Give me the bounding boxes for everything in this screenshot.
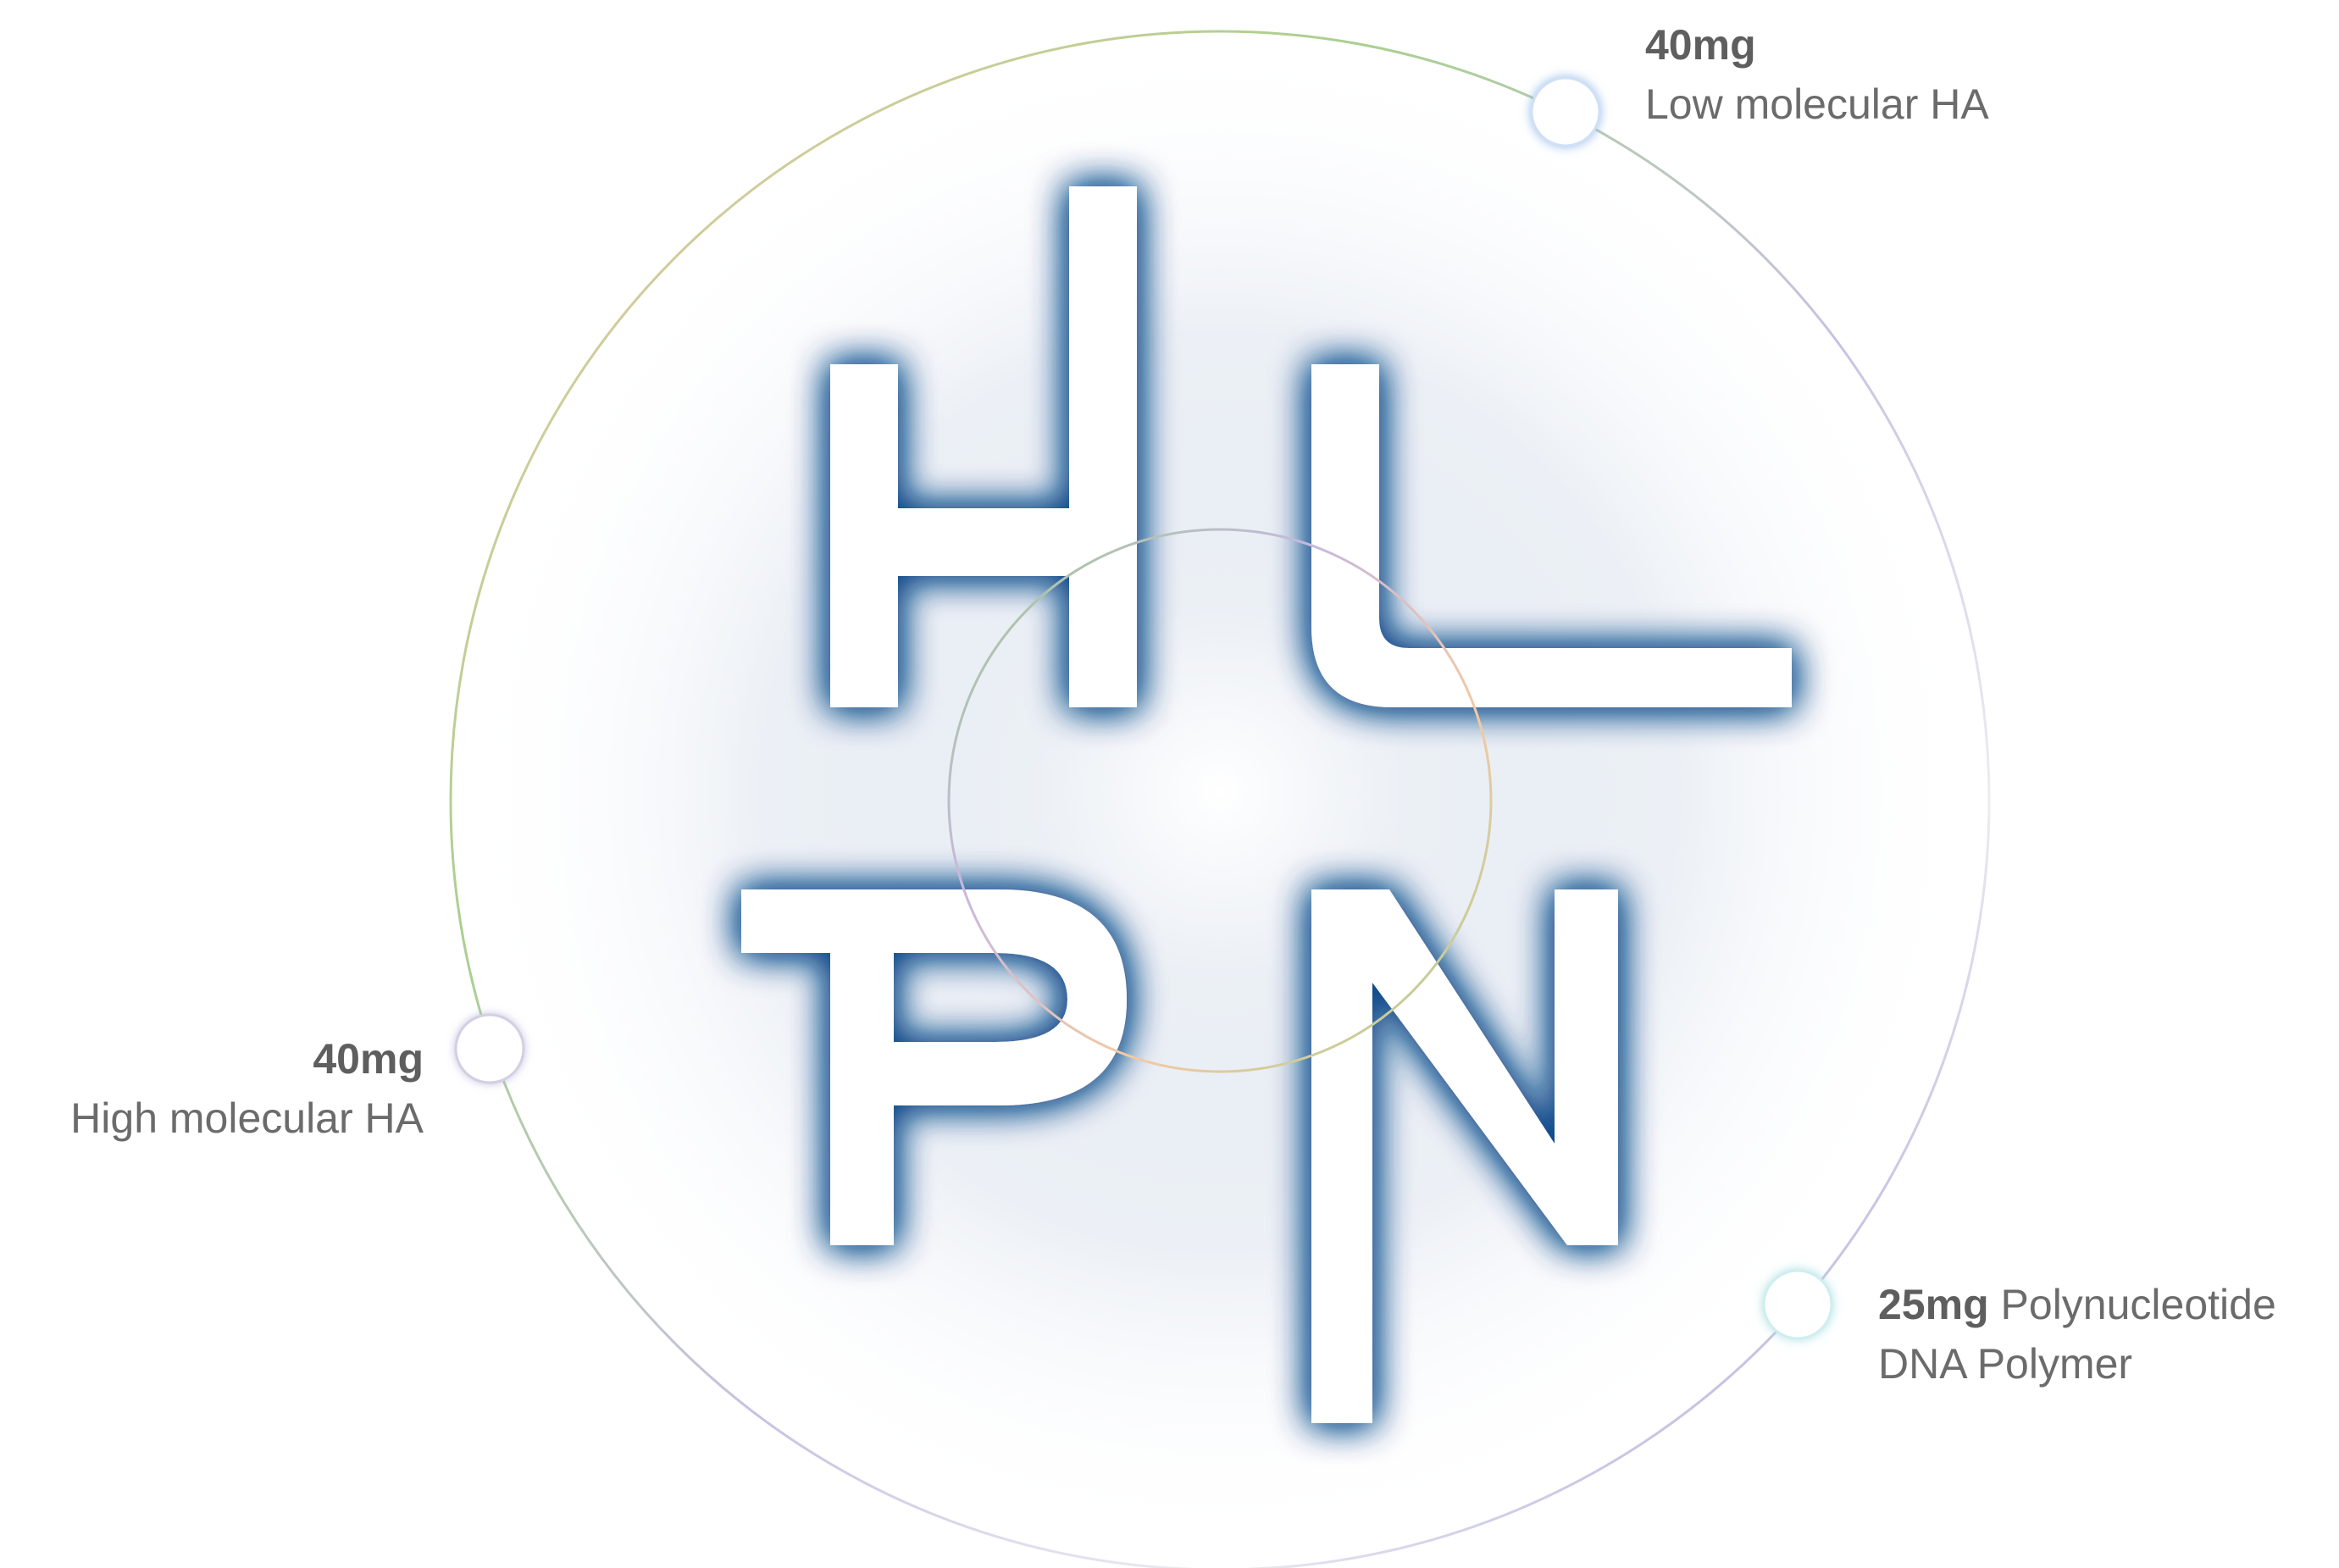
annotation-amount: 40mg <box>313 1035 424 1083</box>
annotation-amount: 40mg <box>1645 21 1756 69</box>
annotation-description-line2: DNA Polymer <box>1878 1340 2133 1388</box>
outer-ring <box>449 30 1991 1568</box>
annotation-amount: 25mg <box>1878 1281 1989 1328</box>
background-haze <box>457 30 1982 1554</box>
letter-p <box>741 889 1127 1245</box>
annotation-description: High molecular HA <box>70 1094 424 1142</box>
annotation-description-line1: Polynucleotide <box>2000 1281 2276 1328</box>
letter-l <box>1311 364 1792 707</box>
marker-dot-top-right <box>1530 76 1601 147</box>
annotation-polynucleotide: 25mg Polynucleotide DNA Polymer <box>1878 1275 2276 1393</box>
letter-n <box>1311 889 1618 1423</box>
marker-dot-bottom-right <box>1762 1269 1833 1340</box>
letter-h <box>830 186 1137 707</box>
annotation-description: Low molecular HA <box>1645 80 1989 128</box>
annotation-low-molecular-ha: 40mg Low molecular HA <box>1645 15 1989 134</box>
marker-dot-left <box>454 1013 525 1084</box>
inner-ring <box>947 528 1493 1073</box>
annotation-high-molecular-ha: 40mg High molecular HA <box>70 1029 424 1148</box>
